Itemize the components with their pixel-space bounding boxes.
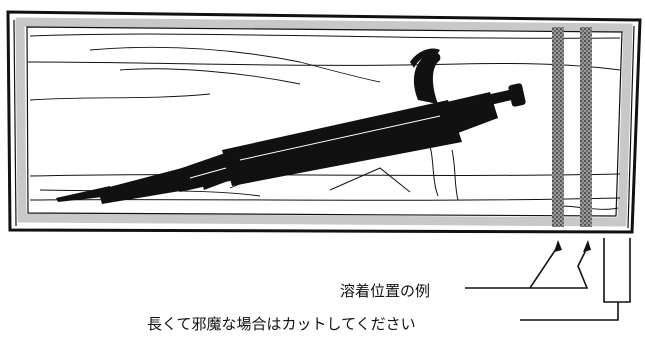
cut-bracket [520,238,631,321]
weld-position-label: 溶着位置の例 [340,282,431,300]
cut-instruction-label: 長くて邪魔な場合はカットしてください [147,315,416,333]
weld-leader-lines [465,240,591,289]
pipette-highlights [189,115,441,179]
weld-band-2 [580,27,592,227]
weld-band-1 [552,27,564,227]
pipette-icon [56,48,526,204]
